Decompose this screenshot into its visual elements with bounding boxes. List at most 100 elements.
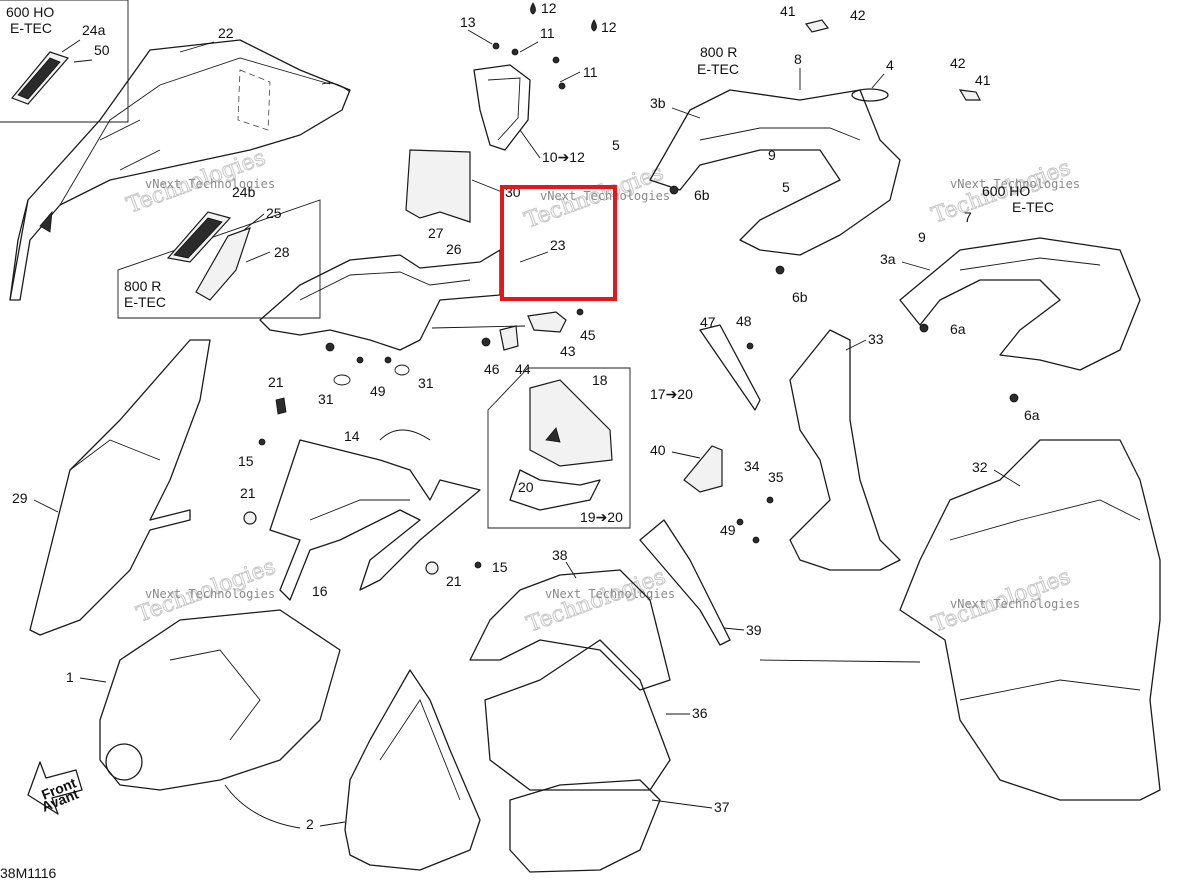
variant-label: E-TEC	[124, 294, 166, 310]
callout-15b: 15	[492, 559, 508, 575]
callout-7: 7	[964, 209, 972, 225]
pointer-arrow	[224, 784, 301, 829]
callout-11b: 11	[583, 64, 598, 80]
watermark-text: vNext Technologies	[540, 189, 670, 203]
callout-21c: 21	[446, 573, 462, 589]
callout-42a: 42	[850, 7, 866, 23]
callout-5b: 5	[782, 179, 790, 195]
callout-6b1: 6b	[694, 187, 710, 203]
watermark-text: vNext Technologies	[145, 177, 275, 191]
watermark-text: vNext Technologies	[950, 597, 1080, 611]
callout-33: 33	[868, 331, 884, 347]
callout-26: 26	[446, 241, 462, 257]
part-38-panel	[469, 569, 671, 691]
callout-18: 18	[592, 372, 608, 388]
callout-3b: 3b	[650, 95, 666, 111]
part-44-clip	[499, 325, 519, 351]
part-18-windshield	[529, 379, 613, 467]
callout-23: 23	[550, 237, 566, 253]
callout-5a: 5	[612, 137, 620, 153]
part-32-side-panel: 32	[759, 439, 1161, 801]
variant-label: 800 R	[700, 44, 737, 60]
callout-11a: 11	[540, 25, 555, 41]
callout-19: 19➔20	[580, 509, 623, 525]
callout-20: 20	[518, 479, 534, 495]
part-47-rod	[699, 324, 761, 411]
part-37-panel	[509, 779, 661, 873]
part-3a-tank-cover: 600 HO E-TEC 3a 6a 6a 7 9	[880, 183, 1141, 423]
callout-29: 29	[12, 490, 28, 506]
callout-1: 1	[66, 669, 74, 685]
part-30-panel: 30	[405, 149, 521, 223]
part-40-block: 40	[650, 442, 723, 493]
variant-label: E-TEC	[10, 20, 52, 36]
pointer-arrow	[321, 82, 351, 93]
part-33-frame: 47 48 33 34 35 49	[699, 313, 901, 571]
inset-600ho-top-left: 600 HO E-TEC 24a 50	[0, 0, 129, 123]
callout-13: 13	[460, 14, 476, 30]
callout-39: 39	[746, 622, 762, 638]
callout-37: 37	[714, 799, 730, 815]
part-19-trim	[509, 469, 601, 511]
callout-8: 8	[794, 51, 802, 67]
callout-49b: 49	[720, 522, 736, 538]
part-4-cap	[851, 88, 889, 102]
watermark-text: vNext Technologies	[145, 587, 275, 601]
part-14-bracket: 14 21 21 21 15 15 16	[238, 374, 508, 601]
part-25-frame	[195, 227, 251, 301]
highlight-box	[500, 185, 617, 301]
part-2-lower-panel: 2	[224, 669, 481, 871]
front-arrow-icon: Front Avant	[27, 761, 83, 815]
variant-label: 800 R	[124, 278, 161, 294]
callout-36: 36	[692, 705, 708, 721]
part-36-panel	[484, 639, 671, 791]
watermark-text: vNext Technologies	[950, 177, 1080, 191]
callout-15a: 15	[238, 453, 254, 469]
callout-9b: 9	[918, 229, 926, 245]
drawing-id: 38M1116	[0, 865, 57, 881]
variant-label: 600 HO	[982, 183, 1030, 199]
variant-label: 600 HO	[6, 4, 54, 20]
part-36-38-lower-panels: 38 36 37 39	[469, 519, 762, 873]
callout-22: 22	[218, 25, 234, 41]
callout-27: 27	[428, 225, 444, 241]
callout-32: 32	[972, 459, 988, 475]
inset-800r-left: 800 R E-TEC 24b 25 28	[117, 184, 321, 319]
callout-12a: 12	[541, 0, 557, 16]
pointer-arrow	[431, 325, 526, 329]
callout-10: 10➔12	[542, 149, 585, 165]
callout-6a1: 6a	[950, 321, 966, 337]
watermark-text: vNext Technologies	[545, 587, 675, 601]
part-43-clip	[527, 311, 567, 333]
part-39-strip	[639, 519, 731, 646]
callout-25: 25	[266, 205, 282, 221]
part-1-nose: 1	[66, 609, 341, 791]
variant-label: E-TEC	[1012, 199, 1054, 215]
callout-40: 40	[650, 442, 666, 458]
callout-48: 48	[736, 313, 752, 329]
callout-4: 4	[886, 57, 894, 73]
callout-28: 28	[274, 244, 290, 260]
variant-label: E-TEC	[697, 61, 739, 77]
callout-38: 38	[552, 547, 568, 563]
callout-41a: 41	[780, 3, 796, 19]
callout-43: 43	[560, 343, 576, 359]
callout-6a2: 6a	[1024, 407, 1040, 423]
callout-6b2: 6b	[792, 289, 808, 305]
callout-17: 17➔20	[650, 386, 693, 402]
part-29-side-panel: 29	[12, 339, 211, 636]
callout-42b: 42	[950, 55, 966, 71]
callout-14: 14	[344, 428, 360, 444]
inset-windshield-17-20: 18 17➔20 20 19➔20	[487, 367, 693, 529]
callout-31b: 31	[418, 375, 434, 391]
callout-49a: 49	[370, 383, 386, 399]
callout-2: 2	[306, 816, 314, 832]
drop-icon	[591, 19, 597, 32]
part-3b-tank-cover: 800 R E-TEC 3b 4 8 41 42 42 41 5 5 9 6b …	[612, 3, 991, 305]
part-22-hood: 22	[9, 25, 351, 301]
callout-44: 44	[515, 361, 531, 377]
pointer-arrow	[759, 659, 921, 663]
callout-21a: 21	[268, 374, 284, 390]
callout-12b: 12	[601, 19, 617, 35]
